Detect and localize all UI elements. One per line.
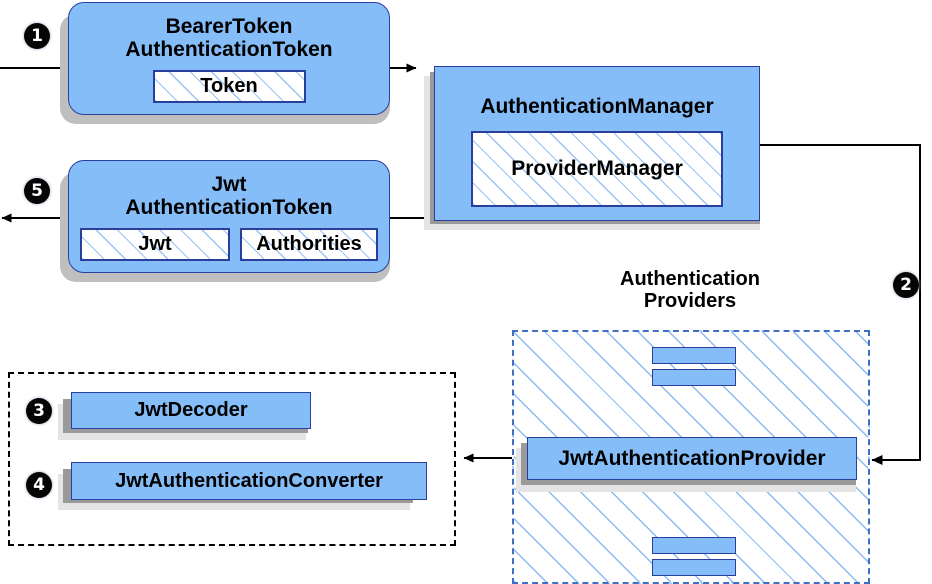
step-marker-2: 2 [893, 272, 919, 298]
step-marker-3-digit: 3 [33, 400, 45, 421]
step-marker-3: 3 [26, 398, 52, 424]
provider-manager-label: ProviderManager [511, 156, 683, 180]
other-provider-bottom-2[interactable] [652, 559, 736, 576]
step-marker-5-digit: 5 [31, 180, 43, 201]
jwt-authentication-token-node[interactable]: Jwt AuthenticationToken Jwt Authorities [68, 160, 390, 273]
other-provider-top-1[interactable] [652, 347, 736, 364]
bearer-token-node[interactable]: BearerToken AuthenticationToken Token [68, 2, 390, 115]
jwt-token-inner-jwt-label: Jwt [138, 232, 172, 255]
jwt-components-group [8, 372, 456, 546]
jwt-token-title-line1: Jwt [211, 173, 247, 197]
jwt-token-title-line2: AuthenticationToken [125, 195, 333, 219]
jwt-authentication-converter-node[interactable]: JwtAuthenticationConverter [71, 462, 427, 500]
connector-manager-to-provider [760, 144, 921, 465]
step-marker-5: 5 [24, 178, 50, 204]
jwt-decoder-label: JwtDecoder [134, 399, 248, 421]
authentication-providers-caption-line1: Authentication [620, 268, 760, 290]
bearer-token-title-line2: AuthenticationToken [125, 37, 333, 61]
jwt-token-inner-jwt[interactable]: Jwt [80, 227, 230, 261]
authentication-providers-caption-line2: Providers [643, 290, 737, 313]
authentication-providers-caption: Authentication Providers [565, 268, 815, 313]
jwt-auth-provider-label: JwtAuthenticationProvider [558, 446, 826, 470]
authentication-manager-node[interactable]: AuthenticationManager ProviderManager [434, 66, 760, 221]
authentication-manager-inner-provider-manager[interactable]: ProviderManager [471, 130, 723, 207]
jwt-token-inner-authorities-label: Authorities [256, 232, 362, 255]
bearer-token-title-line1: BearerToken [165, 15, 293, 39]
jwt-token-inner-authorities[interactable]: Authorities [240, 227, 378, 261]
other-provider-top-2[interactable] [652, 369, 736, 386]
jwt-decoder-node[interactable]: JwtDecoder [71, 392, 311, 429]
step-marker-1-digit: 1 [31, 25, 43, 46]
step-marker-2-digit: 2 [900, 274, 912, 295]
step-marker-4-digit: 4 [33, 474, 45, 495]
bearer-token-inner-token[interactable]: Token [152, 69, 306, 103]
authentication-manager-title: AuthenticationManager [480, 94, 714, 118]
jwt-authentication-converter-label: JwtAuthenticationConverter [115, 469, 383, 492]
bearer-token-inner-token-label: Token [200, 74, 258, 97]
jwt-auth-provider-node[interactable]: JwtAuthenticationProvider [527, 437, 857, 480]
other-provider-bottom-1[interactable] [652, 537, 736, 554]
step-marker-1: 1 [24, 23, 50, 49]
step-marker-4: 4 [26, 472, 52, 498]
